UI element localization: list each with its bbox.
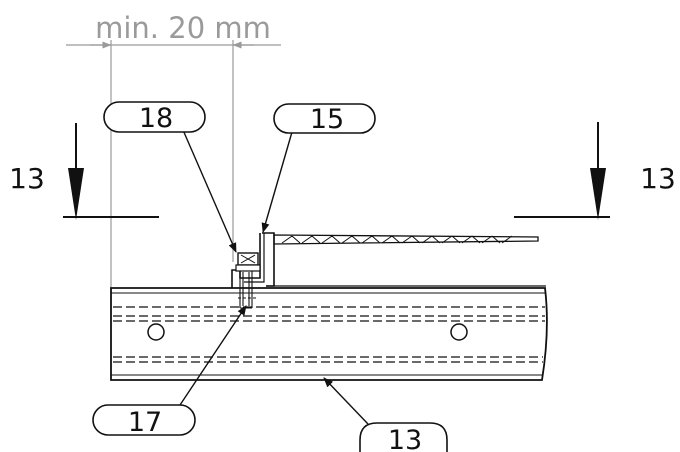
leader-lines bbox=[179, 129, 369, 425]
dimension-label: min. 20 mm bbox=[95, 11, 271, 45]
callout-18: 18 bbox=[103, 101, 206, 134]
clamp-assembly bbox=[231, 233, 265, 309]
rail-profile bbox=[110, 287, 548, 381]
section-mark-right: 13 bbox=[514, 122, 676, 220]
leader-15 bbox=[261, 131, 293, 233]
leader-17 bbox=[179, 305, 247, 406]
plate-panel bbox=[262, 232, 546, 287]
mounting-hole-left bbox=[147, 323, 165, 341]
callout-13-label: 13 bbox=[388, 425, 422, 452]
section-mark-left: 13 bbox=[9, 123, 159, 220]
plate-hatching bbox=[281, 235, 513, 244]
callout-18-label: 18 bbox=[139, 103, 173, 134]
mounting-hole-right bbox=[450, 323, 468, 341]
callout-13: 13 bbox=[359, 422, 448, 452]
callout-15-label: 15 bbox=[310, 104, 344, 135]
callout-17: 17 bbox=[92, 404, 196, 438]
section-arrowhead-left bbox=[68, 168, 84, 220]
section-label-right: 13 bbox=[640, 162, 676, 195]
callout-17-label: 17 bbox=[128, 407, 162, 438]
leader-18 bbox=[182, 129, 237, 253]
screw-shank bbox=[239, 271, 253, 309]
callout-15: 15 bbox=[273, 103, 376, 135]
section-label-left: 13 bbox=[9, 162, 45, 195]
section-arrowhead-right bbox=[590, 168, 606, 220]
leader-13 bbox=[323, 377, 369, 425]
dimension-min-20mm: min. 20 mm bbox=[66, 11, 281, 288]
